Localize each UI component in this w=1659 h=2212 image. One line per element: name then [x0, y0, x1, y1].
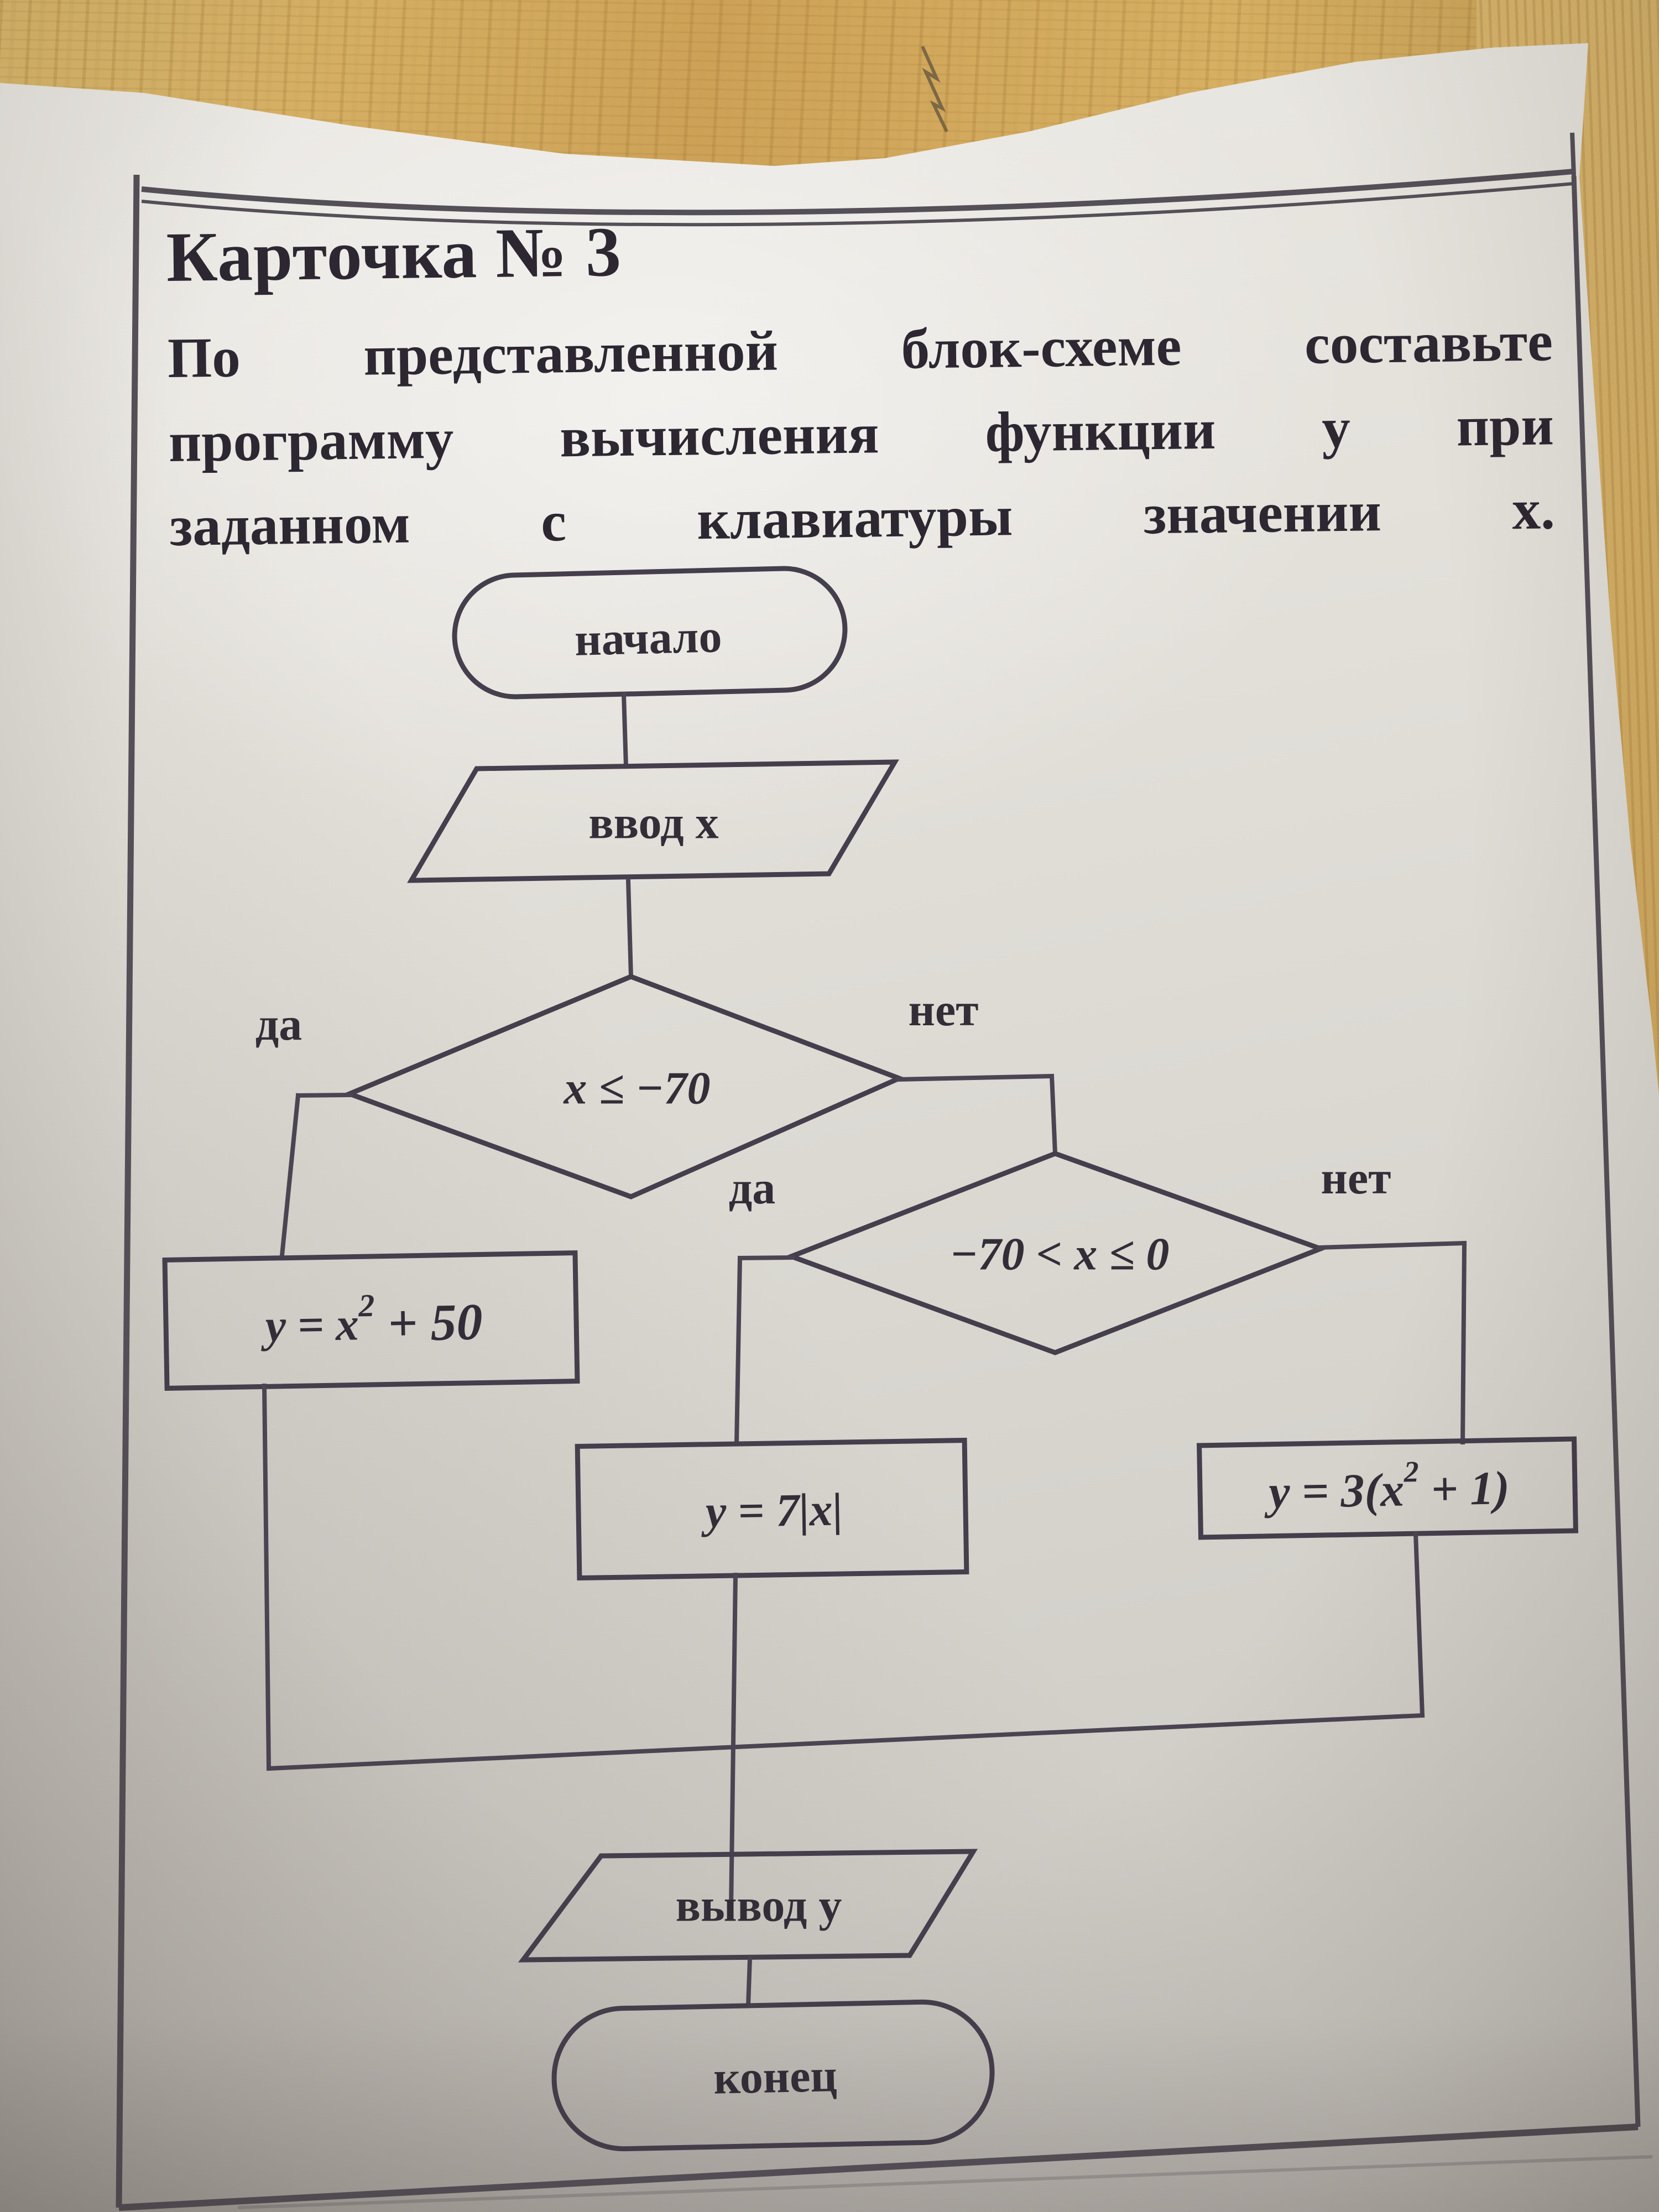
connector-segment — [279, 1093, 301, 1258]
process-left-block: y = x2 + 50 — [162, 1250, 580, 1391]
connector-decision2-yes — [734, 1255, 795, 1446]
process-right-box — [1197, 1436, 1578, 1540]
connector-segment — [1049, 1073, 1058, 1156]
formula-right-base: y = 3(x — [1264, 1463, 1405, 1518]
process-right-formula: y = 3(x2 + 1) — [1263, 1453, 1510, 1519]
start-label: начало — [574, 611, 722, 665]
decision2-no-label: нет — [1321, 1152, 1391, 1204]
card-border-left — [116, 174, 140, 2208]
process-mid-box — [575, 1437, 969, 1581]
merge-line — [266, 1713, 1425, 1771]
card-border-bottom — [118, 2124, 1639, 2211]
decision2-diamond — [784, 1151, 1328, 1355]
pen-mark-on-wood — [921, 45, 948, 133]
connector-segment — [734, 1255, 743, 1446]
end-oval — [551, 1999, 995, 2152]
end-label: конец — [713, 2050, 837, 2104]
connector-mid-to-output — [728, 1572, 738, 1912]
decision1-diamond — [342, 974, 906, 1199]
formula-left-base: y = x — [260, 1298, 359, 1352]
input-block: ввод x — [407, 759, 899, 883]
connector-decision1-yes — [279, 1092, 353, 1258]
input-parallelogram — [407, 759, 899, 883]
decision2-yes-label: да — [729, 1162, 776, 1214]
card-text-block: Карточка № 3 По представленной блок-схем… — [166, 203, 1556, 568]
decision2-condition: −70 < x ≤ 0 — [950, 1229, 1170, 1280]
connector-right-to-merge — [1413, 1531, 1425, 1718]
card-border-top — [141, 169, 1574, 216]
decision1-condition: x ≤ −70 — [562, 1063, 710, 1114]
task-line-1: По представленной блок-схеме составьте — [167, 310, 1553, 390]
end-terminator: конец — [551, 1999, 995, 2152]
card-border-top-inner — [141, 182, 1574, 227]
connector-decision1-no — [895, 1073, 1058, 1156]
decision1-yes-label: да — [255, 999, 302, 1050]
connector-start-input — [621, 692, 629, 769]
formula-left-tail: + 50 — [374, 1293, 483, 1352]
connector-decision2-no — [1317, 1240, 1467, 1445]
process-left-formula: y = x2 + 50 — [260, 1285, 483, 1354]
process-mid-block: y = 7|x| — [575, 1437, 969, 1581]
card-border-right-tick — [1570, 132, 1576, 176]
paper-crease-line — [237, 2155, 1653, 2209]
card-border-right — [1571, 175, 1641, 2127]
card-title: Карточка № 3 — [165, 212, 622, 296]
decision2-block: −70 < x ≤ 0 да нет — [729, 1151, 1391, 1355]
process-left-box — [162, 1250, 580, 1391]
connector-input-decision1 — [625, 878, 634, 979]
task-line-3: заданном с клавиатуры значении x. — [169, 478, 1556, 559]
process-right-block: y = 3(x2 + 1) — [1197, 1436, 1578, 1540]
formula-right-superscript: 2 — [1403, 1455, 1419, 1488]
input-label: ввод x — [588, 797, 718, 849]
start-terminator: начало — [452, 566, 848, 700]
connector-segment — [1460, 1240, 1467, 1445]
task-line-2: программу вычисления функции у при — [168, 394, 1554, 474]
formula-left-superscript: 2 — [358, 1287, 375, 1323]
decision1-no-label: нет — [909, 984, 979, 1036]
process-mid-formula: y = 7|x| — [700, 1484, 843, 1537]
output-label: вывод y — [676, 1880, 842, 1932]
output-block: вывод y — [518, 1849, 978, 1963]
connector-output-end — [745, 1956, 753, 2008]
formula-right-tail: + 1) — [1418, 1461, 1510, 1516]
start-oval — [452, 566, 848, 700]
output-parallelogram — [518, 1849, 978, 1963]
connector-left-to-merge — [262, 1383, 272, 1771]
connector-segment — [1317, 1240, 1467, 1250]
connector-segment — [895, 1073, 1055, 1082]
decision1-block: x ≤ −70 да нет — [255, 974, 979, 1199]
